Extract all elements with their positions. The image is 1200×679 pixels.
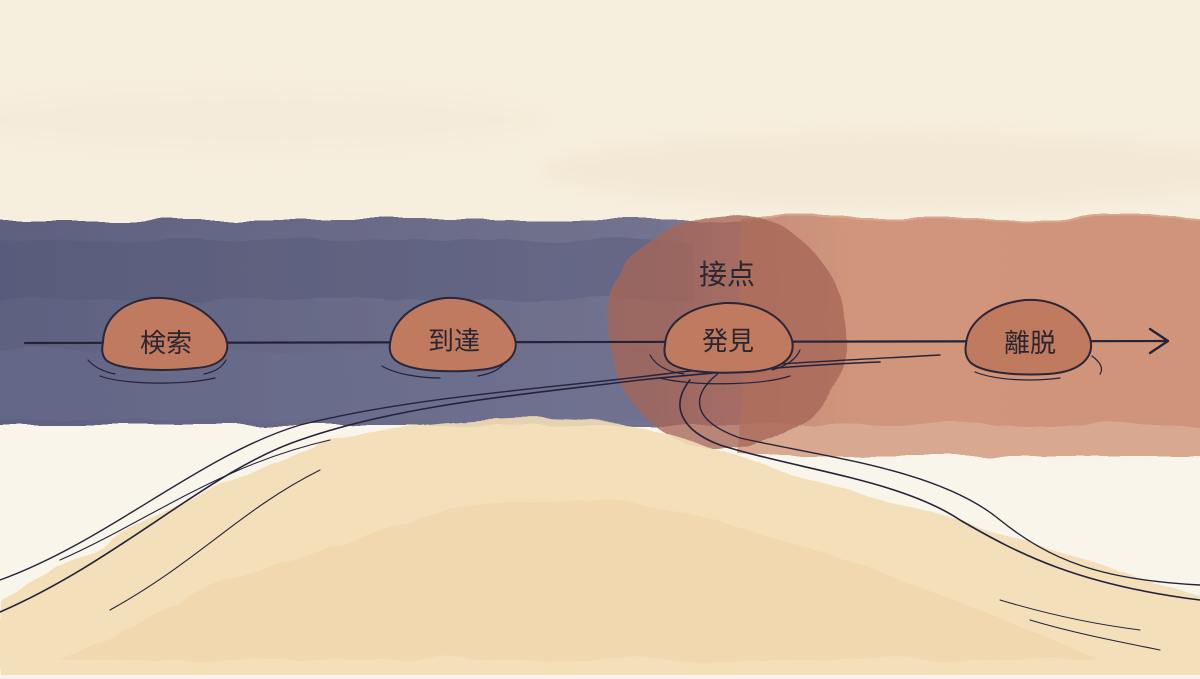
stone-exit: 離脱	[964, 298, 1103, 381]
sand-shore	[0, 417, 1200, 679]
stone-arrival: 到達	[381, 296, 517, 379]
ripple-lines	[87, 359, 227, 384]
touchpoint-label: 接点	[699, 258, 755, 291]
sky-cloud	[0, 85, 550, 155]
stone-shape	[388, 296, 517, 373]
stone-label: 離脱	[1004, 329, 1056, 359]
stone-shape	[101, 296, 229, 371]
ripple-lines	[974, 355, 1103, 381]
stone-shape	[964, 298, 1092, 376]
stone-shape	[663, 301, 794, 374]
arrow-head-icon	[1148, 327, 1170, 355]
sky-cloud	[540, 130, 1200, 210]
stone-search: 検索	[87, 296, 229, 384]
ripple-lines	[649, 349, 801, 385]
stone-discovery: 発見	[649, 301, 801, 385]
stone-label: 到達	[428, 327, 480, 357]
path-ink-lines	[0, 354, 1200, 651]
stone-label: 発見	[702, 327, 754, 357]
stone-label: 検索	[140, 329, 192, 359]
ripple-lines	[381, 361, 506, 379]
